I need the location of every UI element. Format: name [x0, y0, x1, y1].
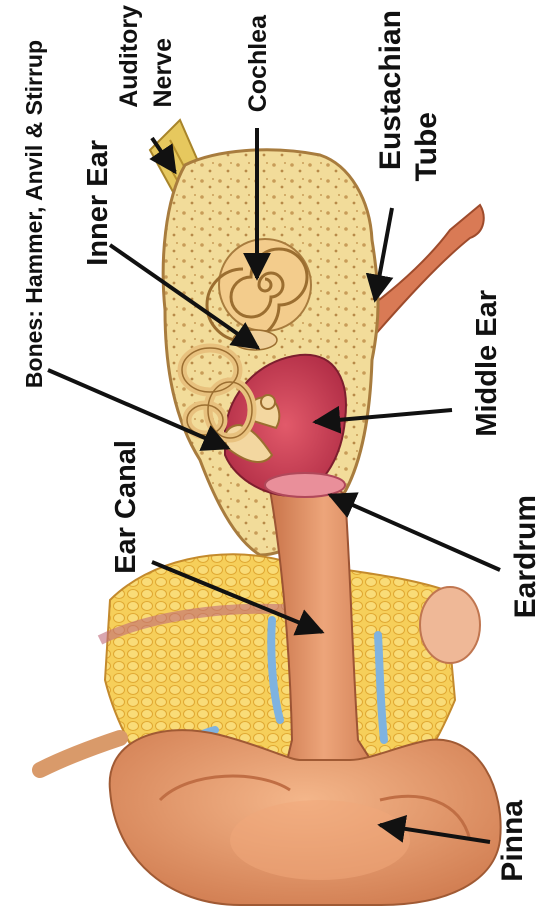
- label-middle-ear: Middle Ear: [471, 290, 503, 437]
- eardrum-shape: [265, 473, 345, 497]
- label-eustachian-line2: Tube: [410, 112, 443, 181]
- label-auditory-nerve-line1: Auditory: [115, 5, 143, 108]
- arrow-eustachian-tube: [375, 208, 392, 300]
- label-inner-ear: Inner Ear: [82, 140, 114, 266]
- label-cochlea: Cochlea: [244, 14, 272, 112]
- arrow-eardrum: [330, 495, 500, 570]
- label-auditory-nerve-line2: Nerve: [149, 38, 177, 108]
- label-bones: Bones: Hammer, Anvil & Stirrup: [21, 40, 47, 388]
- label-ear-canal: Ear Canal: [110, 440, 142, 574]
- neck-tissue-shape: [40, 738, 120, 770]
- label-eustachian-line1: Eustachian: [374, 10, 407, 170]
- label-eardrum: Eardrum: [509, 495, 540, 618]
- label-pinna: Pinna: [496, 800, 529, 882]
